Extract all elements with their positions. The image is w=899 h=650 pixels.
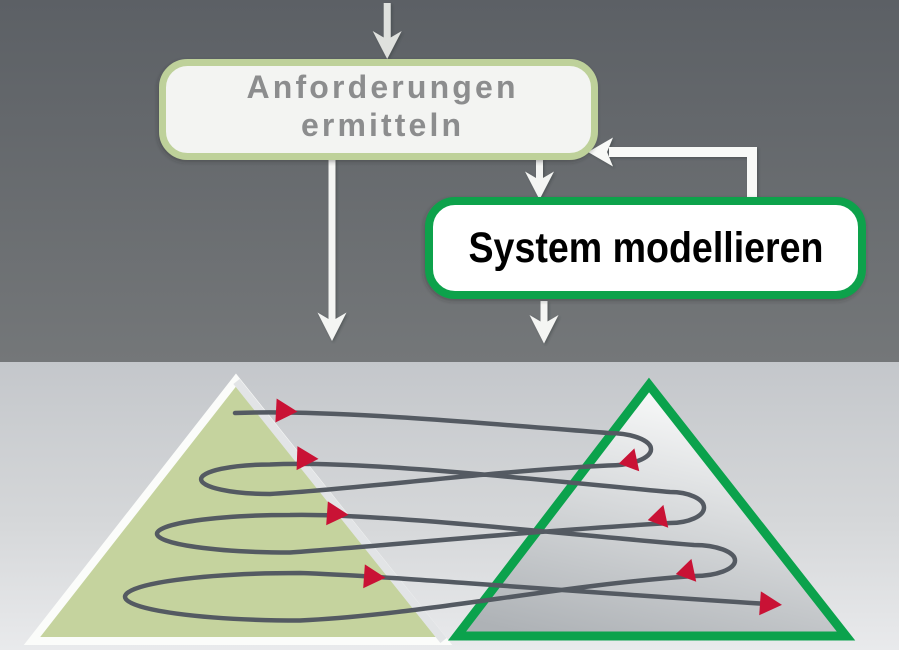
svg-text:Anforderungen: Anforderungen [247,69,516,105]
svg-text:System modellieren: System modellieren [469,224,824,272]
svg-text:ermitteln: ermitteln [301,107,461,143]
